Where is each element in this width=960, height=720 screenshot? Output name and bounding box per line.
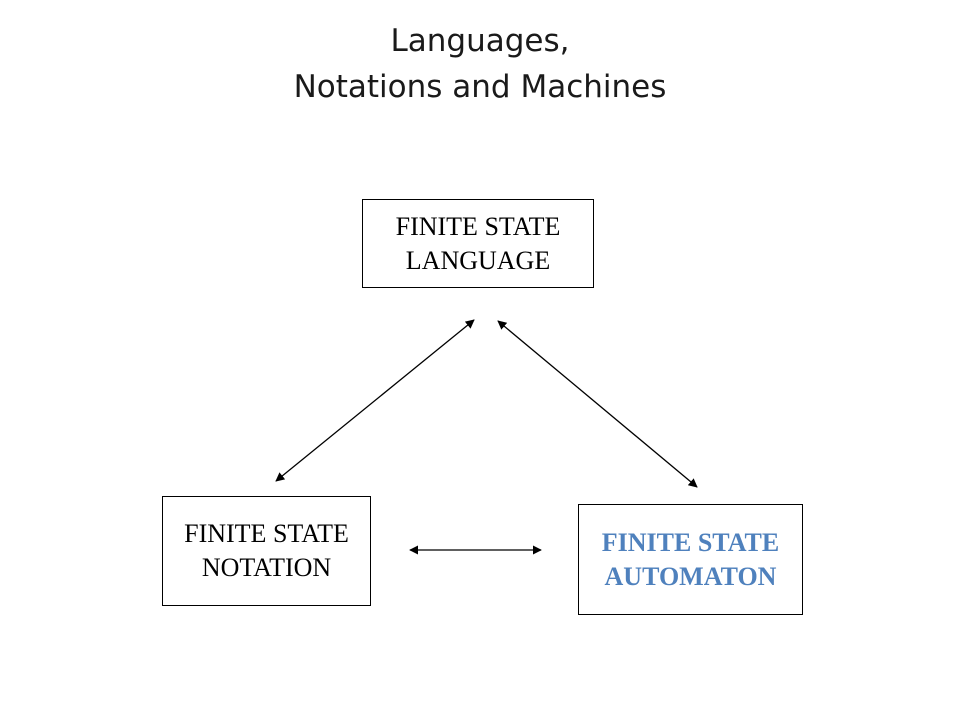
slide-title: Languages, Notations and Machines (0, 18, 960, 110)
language-label-line-2: LANGUAGE (405, 245, 551, 275)
slide-title-line-2: Notations and Machines (293, 69, 667, 105)
finite-state-language-box: FINITE STATE LANGUAGE (362, 199, 594, 288)
notation-label-line-1: FINITE STATE (184, 519, 349, 548)
automaton-label-line-1: FINITE STATE (601, 527, 780, 557)
language-label-line-1: FINITE STATE (395, 211, 561, 241)
arrow-language-automaton (497, 320, 698, 488)
notation-label-line-2: NOTATION (201, 553, 332, 582)
finite-state-automaton-box: FINITE STATE AUTOMATON (578, 504, 803, 615)
finite-state-notation-box: FINITE STATE NOTATION (162, 496, 371, 606)
automaton-label-line-2: AUTOMATON (604, 561, 777, 591)
slide-title-line-1: Languages, (390, 23, 570, 59)
arrow-notation-language (275, 319, 475, 482)
